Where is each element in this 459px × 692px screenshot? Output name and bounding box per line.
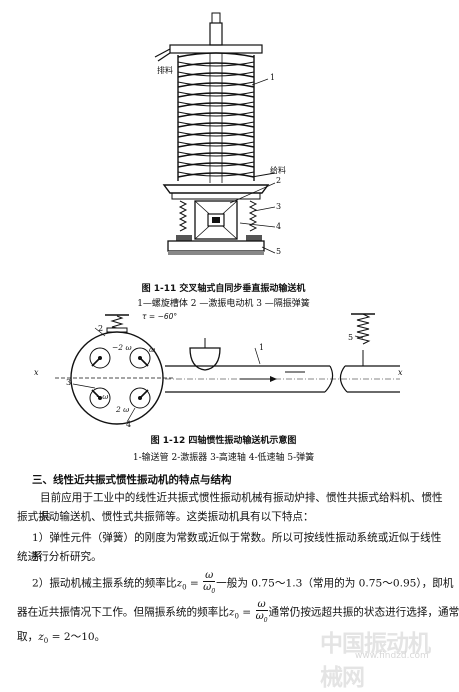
fig2-callout-1: 1 <box>259 343 265 352</box>
figure-1-11-caption: 图 1-11 交叉轴式自同步垂直振动输送机 <box>141 284 306 294</box>
figure-1-11-drawing <box>154 12 276 255</box>
fig2-callout-3: 3 <box>66 378 72 387</box>
fraction-numerator: ω <box>203 570 216 582</box>
para-1-line-1: 目前应用于工业中的线性近共振式惯性振动机械有振动炉排、惯性共振式给料机、惯性共 <box>40 492 443 523</box>
fraction-denominator: ω0 <box>203 582 216 595</box>
para-5-text-a: 取， <box>17 631 39 643</box>
callout-4: 4 <box>276 222 282 231</box>
para-2-line-1: 1）弹性元件（弹簧）的刚度为常数或近似于常数。所以可按线性振动系统或近似于线性系 <box>32 532 442 563</box>
fig2-omega-right: ω <box>149 345 156 354</box>
fig2-omega-mid: −ω <box>96 392 109 401</box>
para-3-text-a: 2）振动机械主振系统的频率比 <box>32 577 177 590</box>
callout-2: 2 <box>276 176 282 185</box>
para-2-line-2: 统进行分析研究。 <box>17 551 102 563</box>
watermark-text: 中国振动机械网 <box>320 631 431 691</box>
callout-5: 5 <box>276 247 282 256</box>
z0-symbol: z <box>176 577 183 590</box>
z0-subscript: 0 <box>182 583 187 592</box>
feed-label: 给料 <box>270 166 286 175</box>
watermark-url: www.findzd.com <box>355 651 429 661</box>
figure-1-12-caption: 图 1-12 四轴惯性振动输送机示意图 <box>150 436 297 446</box>
para-5-text-b: = 2～10。 <box>48 631 106 643</box>
fig2-callout-4: 4 <box>126 420 132 429</box>
fig2-x-right: x <box>398 368 403 377</box>
para-3-text-b: 一般为 0.75～1.3（常用的为 0.75～0.95），即机 <box>216 577 454 590</box>
fig2-omega-top: −2 ω <box>112 343 132 352</box>
z0-symbol-2: z <box>228 606 235 619</box>
para-5: 取，z0 = 2～10。 <box>17 631 106 646</box>
fig2-x-left: x <box>34 368 39 377</box>
discharge-label: 排料 <box>157 66 173 75</box>
callout-3: 3 <box>276 202 282 211</box>
para-4-text-b: 通常仍按远超共振的状态进行选择，通常 <box>268 606 459 619</box>
fig2-angle-label: τ = −60° <box>142 312 178 321</box>
fig2-callout-2: 2 <box>98 324 104 333</box>
section-heading: 三、线性近共振式惯性振动机的特点与结构 <box>32 474 232 486</box>
fig2-callout-5: 5 <box>348 333 354 342</box>
para-4-text-a: 器在近共振情况下工作。但隔振系统的频率比 <box>17 606 229 619</box>
equals-sign: = <box>186 577 203 590</box>
fig2-omega-bottom: 2 ω <box>116 405 130 414</box>
callout-1: 1 <box>270 73 276 82</box>
figure-1-11-legend: 1—螺旋槽体 2 —激振电动机 3 —隔振弹簧 <box>137 299 310 309</box>
figure-1-12-legend: 1-输送管 2-激振器 3-高速轴 4-低速轴 5-弹簧 <box>132 453 315 463</box>
para-1-line-2: 振式振动输送机、惯性式共振筛等。这类振动机具有以下特点： <box>17 511 314 523</box>
figure-1-12-drawing <box>55 313 400 425</box>
